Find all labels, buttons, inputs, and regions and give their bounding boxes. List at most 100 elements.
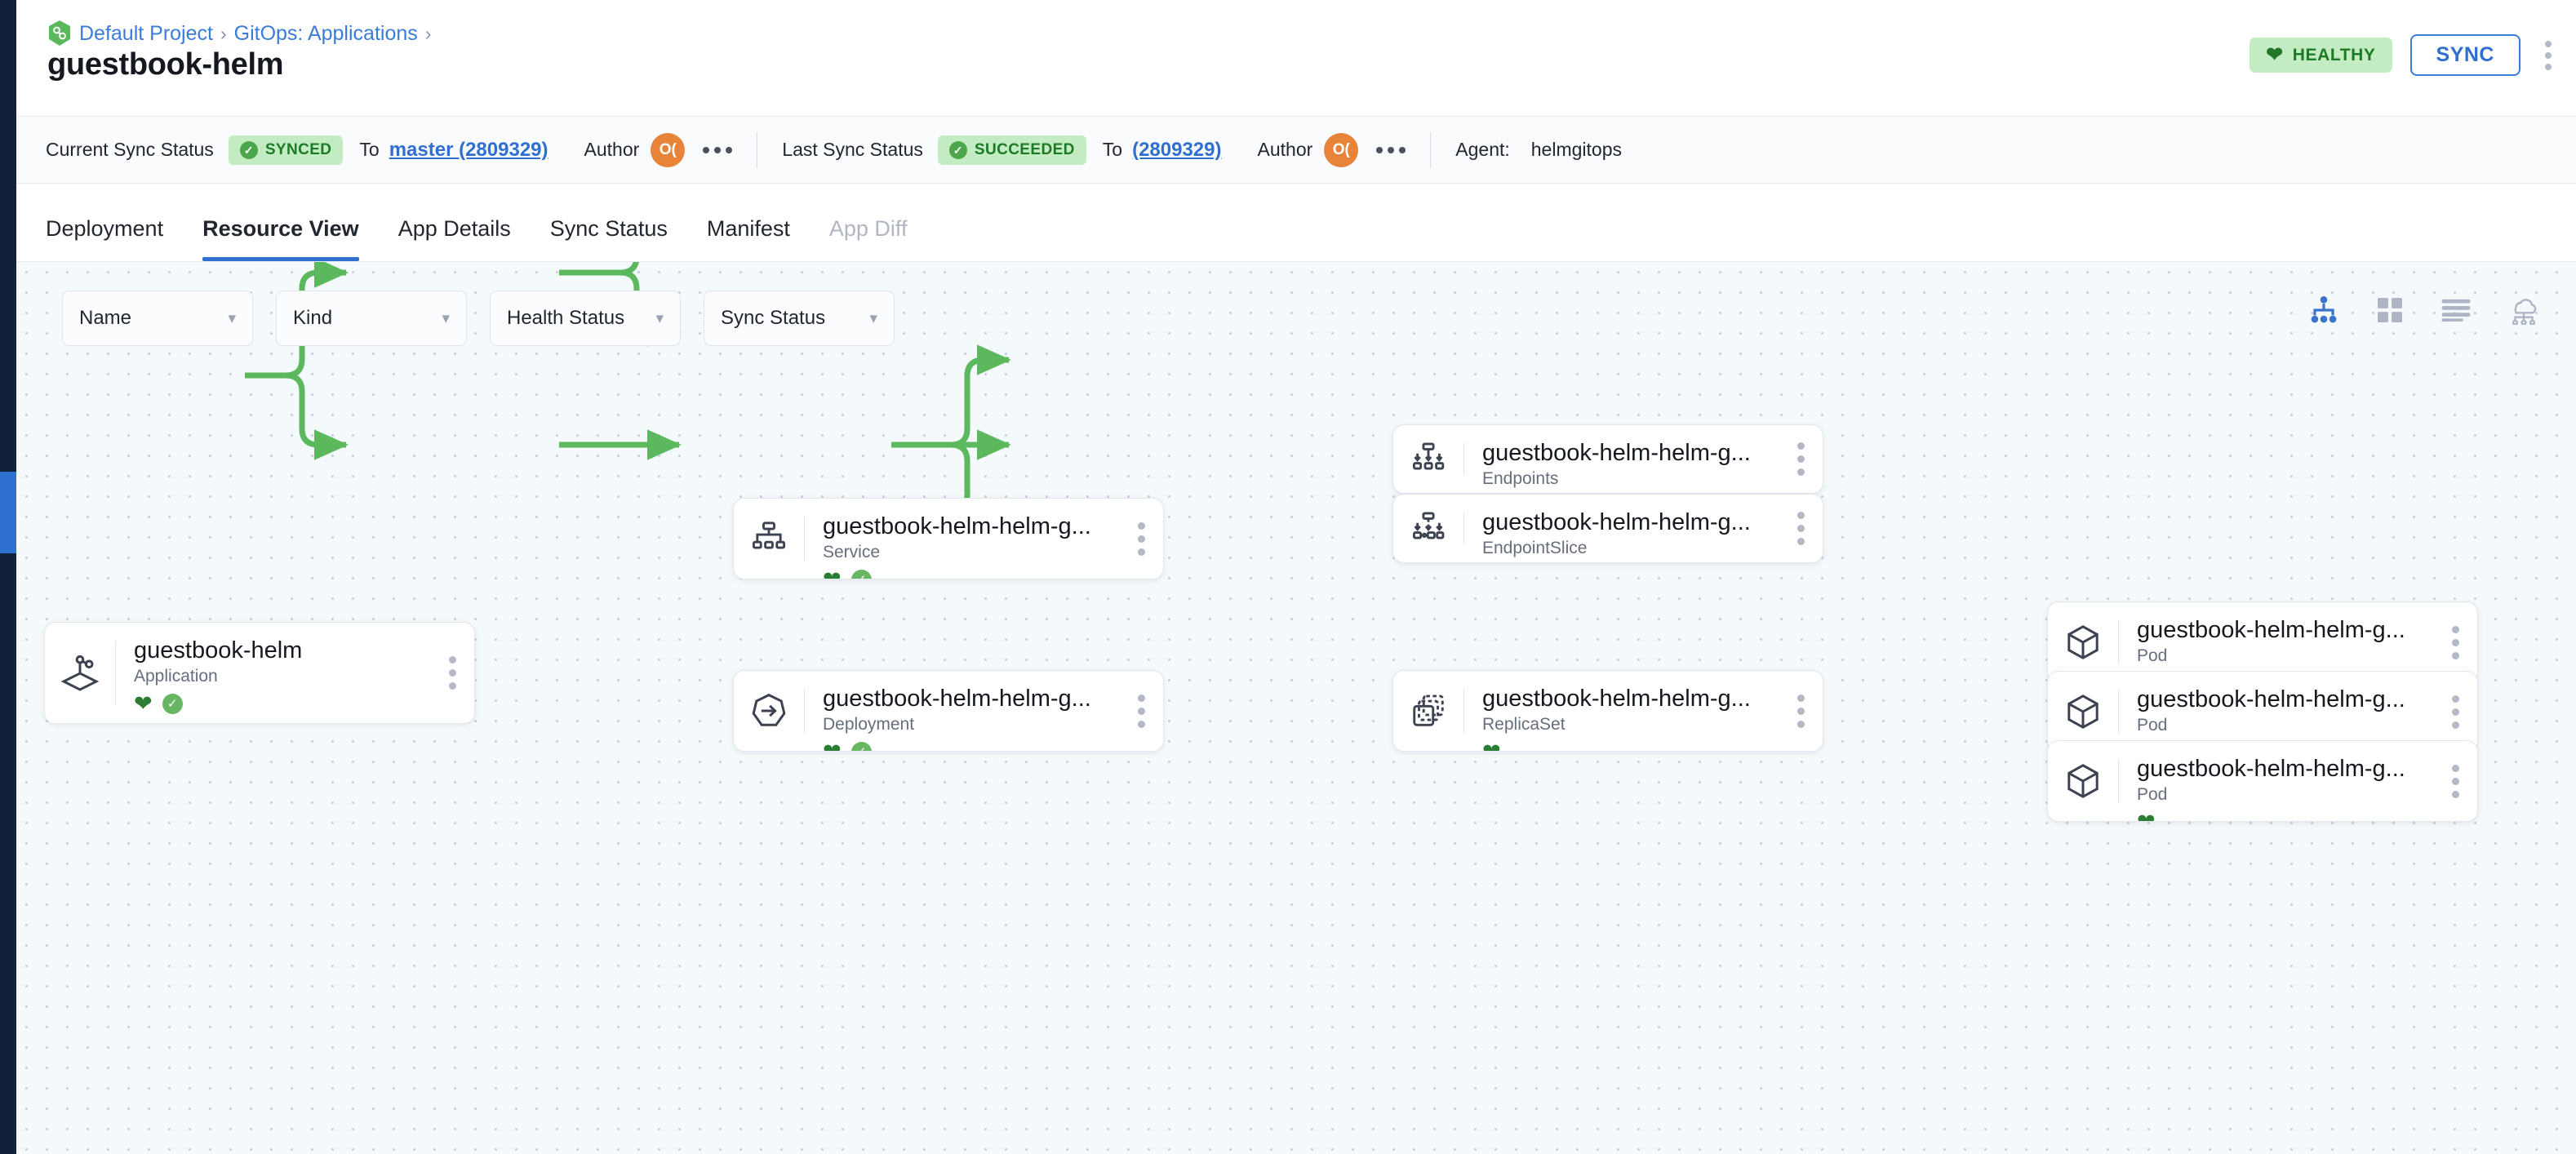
chevron-down-icon: ▾: [228, 309, 236, 327]
node-deployment[interactable]: guestbook-helm-helm-g... Deployment ❤ ✓: [733, 670, 1164, 752]
grid-view-icon[interactable]: [2375, 295, 2405, 325]
resource-graph-canvas[interactable]: Name ▾ Kind ▾ Health Status ▾ Sync Statu…: [16, 262, 2576, 1154]
agent-value: helmgitops: [1530, 139, 1622, 160]
node-pod-3[interactable]: guestbook-helm-helm-g... Pod ❤: [2047, 740, 2478, 822]
tab-deployment[interactable]: Deployment: [46, 216, 164, 241]
breadcrumb-item-default-project[interactable]: Default Project: [79, 21, 213, 45]
last-sync-status-label: Last Sync Status: [782, 139, 923, 160]
filter-name-label: Name: [79, 307, 132, 329]
status-badge-healthy[interactable]: ❤ HEALTHY: [2250, 38, 2392, 73]
node-name: guestbook-helm-helm-g...: [1482, 440, 1751, 466]
filter-kind[interactable]: Kind ▾: [276, 291, 467, 346]
view-mode-switcher: [2308, 295, 2540, 326]
last-author-label: Author: [1257, 139, 1313, 160]
node-menu-icon[interactable]: [2433, 672, 2477, 752]
node-service[interactable]: guestbook-helm-helm-g... Service ❤ ✓: [733, 498, 1164, 579]
node-endpointslice[interactable]: guestbook-helm-helm-g... EndpointSlice: [1392, 494, 1823, 563]
list-view-icon[interactable]: [2441, 297, 2472, 323]
node-name: guestbook-helm-helm-g...: [1482, 509, 1751, 535]
node-menu-icon[interactable]: [1779, 425, 1823, 493]
filter-sync-status[interactable]: Sync Status ▾: [704, 291, 895, 346]
agent-label: Agent:: [1455, 139, 1510, 160]
last-sync-to-label: To: [1102, 139, 1123, 160]
pod-icon: [2048, 741, 2118, 821]
chevron-down-icon: ▾: [442, 309, 450, 327]
current-sync-status-label: Current Sync Status: [46, 139, 214, 160]
node-menu-icon[interactable]: [2433, 602, 2477, 682]
header-actions: ❤ HEALTHY SYNC: [2250, 34, 2558, 76]
left-nav-rail-active-indicator[interactable]: [0, 472, 16, 553]
filter-health-status[interactable]: Health Status ▾: [490, 291, 681, 346]
node-content: guestbook-helm Application ❤ ✓: [116, 623, 430, 723]
node-replicaset[interactable]: guestbook-helm-helm-g... ReplicaSet ❤: [1392, 670, 1823, 752]
node-name: guestbook-helm-helm-g...: [823, 513, 1091, 539]
node-menu-icon[interactable]: [1119, 499, 1163, 579]
tab-app-details[interactable]: App Details: [398, 216, 511, 241]
header-overflow-menu-icon[interactable]: [2538, 38, 2558, 73]
sync-button[interactable]: SYNC: [2409, 34, 2520, 76]
node-menu-icon[interactable]: [2433, 741, 2477, 821]
node-status-icons: ❤ ✓: [134, 690, 430, 716]
node-menu-icon[interactable]: [1779, 495, 1823, 562]
node-content: guestbook-helm-helm-g... ReplicaSet ❤: [1464, 671, 1779, 751]
node-name: guestbook-helm: [134, 637, 303, 664]
current-sync-status-value: SYNCED: [264, 140, 332, 158]
synced-check-icon: ✓: [851, 741, 872, 751]
filter-sync-status-label: Sync Status: [721, 307, 826, 329]
argo-octopus-icon: [47, 20, 72, 47]
node-pod-2[interactable]: guestbook-helm-helm-g... Pod ❤: [2047, 671, 2478, 752]
page-header: Default Project › GitOps: Applications ›…: [16, 0, 2576, 117]
current-revision-link[interactable]: master (2809329): [389, 138, 549, 161]
check-circle-icon: ✓: [239, 140, 258, 159]
node-divider: [1463, 443, 1464, 475]
breadcrumb-separator: ›: [220, 22, 227, 44]
status-divider: [1430, 131, 1432, 168]
tab-bar: Deployment Resource View App Details Syn…: [16, 184, 2576, 262]
service-icon: [734, 499, 804, 579]
node-endpoints[interactable]: guestbook-helm-helm-g... Endpoints: [1392, 424, 1823, 494]
page-title: guestbook-helm: [47, 47, 284, 82]
node-divider: [2118, 620, 2119, 664]
avatar-last-author[interactable]: O(: [1324, 132, 1359, 167]
last-revision-link[interactable]: (2809329): [1132, 138, 1222, 161]
node-content: guestbook-helm-helm-g... EndpointSlice: [1464, 495, 1779, 562]
current-sync-to-label: To: [359, 139, 380, 160]
breadcrumb-item-gitops-applications[interactable]: GitOps: Applications: [233, 21, 418, 45]
avatar-current-author[interactable]: O(: [651, 132, 686, 167]
synced-check-icon: ✓: [851, 569, 872, 579]
last-sync-status-badge[interactable]: ✓ SUCCEEDED: [937, 135, 1086, 165]
tab-app-diff: App Diff: [828, 216, 908, 241]
breadcrumb-separator: ›: [424, 22, 432, 44]
node-application[interactable]: guestbook-helm Application ❤ ✓: [44, 622, 475, 724]
node-name: guestbook-helm-helm-g...: [2137, 686, 2405, 712]
node-menu-icon[interactable]: [430, 623, 474, 723]
tab-sync-status[interactable]: Sync Status: [549, 216, 668, 241]
application-icon: [45, 623, 115, 723]
endpointslice-icon: [1393, 495, 1463, 562]
node-kind: Endpoints: [1482, 469, 1559, 489]
health-heart-icon: ❤: [134, 690, 153, 716]
node-name: guestbook-helm-helm-g...: [823, 686, 1091, 712]
heart-icon: ❤: [2266, 43, 2284, 66]
pod-icon: [2048, 602, 2118, 682]
node-pod-1[interactable]: guestbook-helm-helm-g... Pod ❤: [2047, 601, 2478, 683]
filter-name[interactable]: Name ▾: [62, 291, 253, 346]
tab-manifest[interactable]: Manifest: [706, 216, 790, 241]
chevron-down-icon: ▾: [869, 309, 877, 327]
node-kind: Application: [134, 667, 218, 686]
tree-view-icon[interactable]: [2308, 295, 2339, 326]
current-author-label: Author: [584, 139, 640, 160]
node-menu-icon[interactable]: [1779, 671, 1823, 751]
filter-health-status-label: Health Status: [507, 307, 625, 329]
last-sync-more-icon[interactable]: [1376, 146, 1406, 153]
health-heart-icon: ❤: [823, 566, 842, 579]
node-menu-icon[interactable]: [1119, 671, 1163, 751]
network-topology-icon[interactable]: [2507, 295, 2540, 325]
node-content: guestbook-helm-helm-g... Pod ❤: [2119, 741, 2433, 821]
current-sync-status-badge[interactable]: ✓ SYNCED: [228, 135, 344, 165]
tab-resource-view[interactable]: Resource View: [183, 216, 379, 261]
filter-bar: Name ▾ Kind ▾ Health Status ▾ Sync Statu…: [62, 291, 895, 346]
node-divider: [2118, 690, 2119, 734]
current-sync-more-icon[interactable]: [703, 146, 733, 153]
